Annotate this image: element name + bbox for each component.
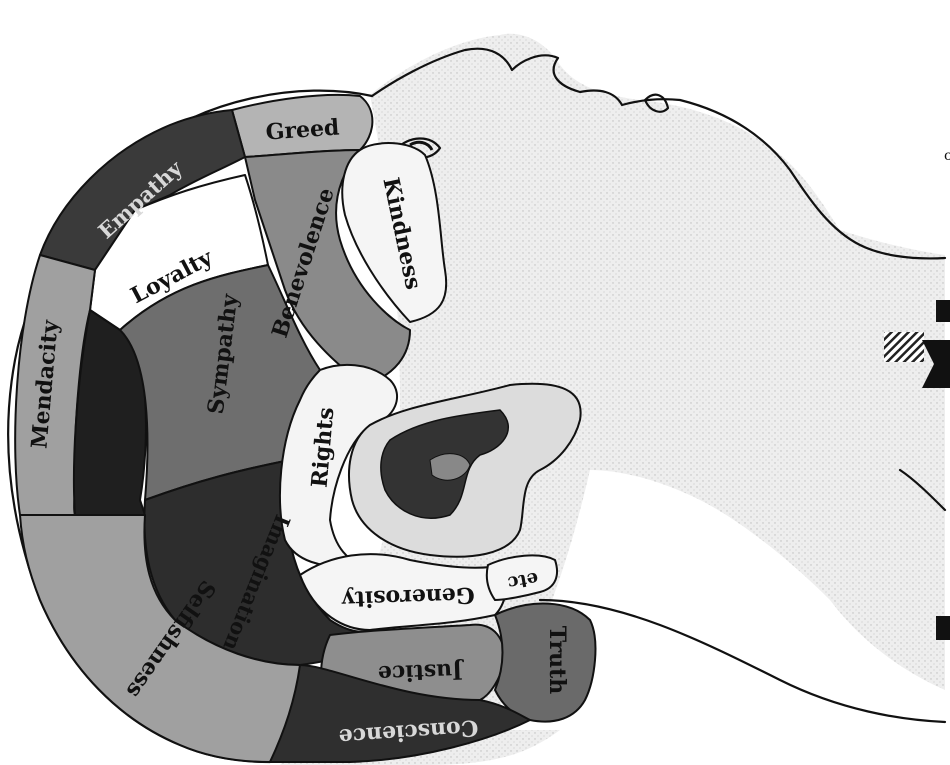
- right-edge-mark-top: [936, 300, 950, 322]
- label-generosity: Generosity: [340, 582, 475, 613]
- right-edge-glyph: c: [944, 148, 950, 164]
- label-greed: Greed: [265, 114, 340, 145]
- label-truth: Truth: [544, 626, 570, 695]
- right-edge-hatch: [884, 332, 924, 362]
- right-edge-mark-bottom: [936, 616, 950, 640]
- label-justice: Justice: [377, 657, 465, 686]
